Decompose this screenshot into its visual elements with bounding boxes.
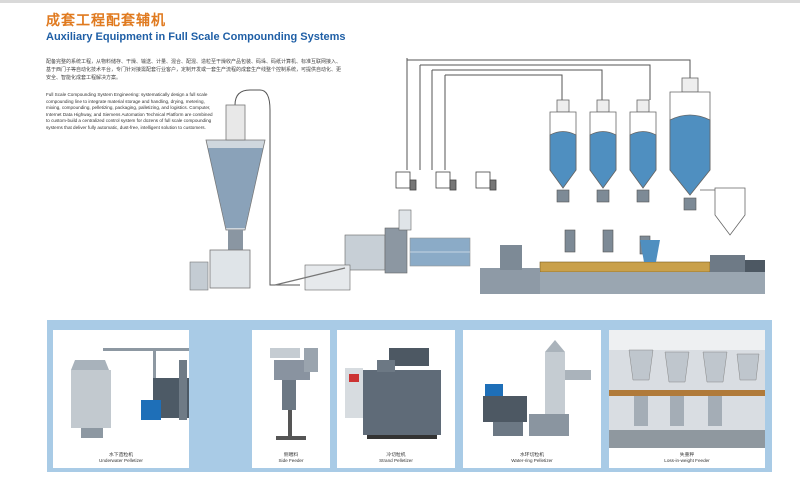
side-feeder-image: [270, 348, 318, 440]
card-loss-in-weight-feeder: 失重秤 Loss-in-weight Feeder: [609, 330, 765, 468]
loss-in-weight-feeders: [556, 189, 697, 255]
page-title-en: Auxiliary Equipment in Full Scale Compou…: [46, 31, 346, 43]
card-caption-cn: 侧喂料: [283, 453, 299, 458]
underwater-pelletizer-image: [71, 348, 189, 438]
card-caption-en: Strand Pelletizer: [379, 458, 413, 463]
top-rule: [0, 0, 800, 3]
small-loaders: [395, 171, 497, 191]
card-water-ring-pelletizer: 水环切粒机 Water-ring Pelletizer: [463, 330, 601, 468]
card-caption-en: Underwater Pelletizer: [99, 458, 143, 463]
card-caption-cn: 失重秤: [679, 453, 695, 458]
storage-silo: [189, 104, 266, 291]
card-caption-en: Loss-in-weight Feeder: [664, 458, 710, 463]
card-caption-cn: 水下造粒机: [109, 453, 133, 458]
strand-pelletizer-image: [345, 348, 441, 439]
card-caption-cn: 冷切粒机: [386, 453, 406, 458]
strand-pelletizing-section: [274, 209, 471, 291]
card-caption-en: Side Feeder: [278, 458, 304, 463]
compounding-line-illustration: [189, 58, 765, 294]
intro-paragraph-en: Full Scale Compounding System Engineerin…: [46, 92, 216, 132]
page-title-cn: 成套工程配套辅机: [46, 13, 166, 29]
card-underwater-pelletizer: 水下造粒机 Underwater Pelletizer: [53, 330, 189, 468]
card-side-feeder: 侧喂料 Side Feeder: [252, 330, 330, 468]
dust-collector: [700, 187, 746, 236]
feed-hoppers: [549, 77, 711, 196]
conveying-pipes: [234, 58, 691, 286]
card-caption-cn: 水环切粒机: [520, 453, 544, 458]
water-ring-pelletizer-image: [483, 340, 591, 436]
card-strand-pelletizer: 冷切粒机 Strand Pelletizer: [337, 330, 455, 468]
loss-in-weight-feeder-photo: [609, 330, 765, 448]
intro-text-en: Full Scale Compounding System Engineerin…: [46, 92, 213, 130]
card-caption-en: Water-ring Pelletizer: [511, 458, 553, 463]
extruder-line: [480, 240, 765, 294]
intro-paragraph-cn: 配备完整的系统工程，从物料储存、干燥、输送、计量、混合、配混、造粒至干燥收产品包…: [46, 59, 342, 81]
